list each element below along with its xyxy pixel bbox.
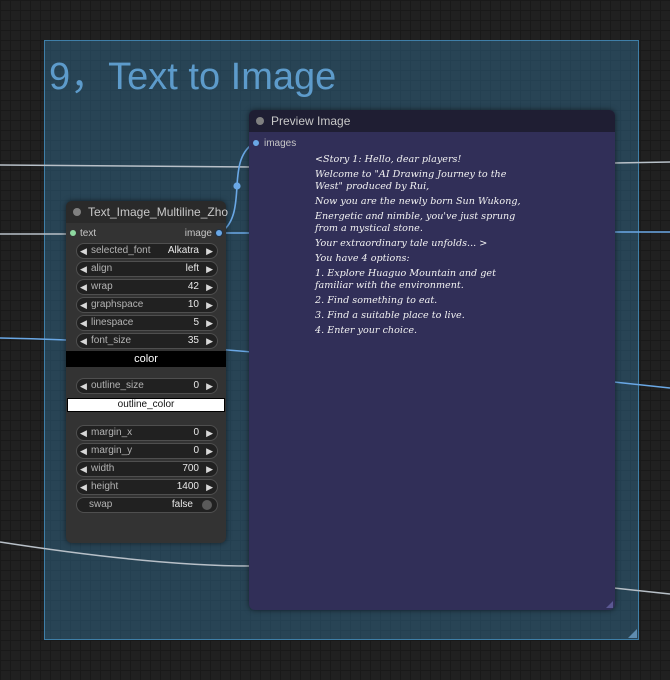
- linespace-number-widget[interactable]: ◀ linespace 5 ▶: [76, 315, 218, 331]
- decrement-arrow-icon[interactable]: ◀: [80, 300, 87, 310]
- widget-label: graphspace: [91, 299, 144, 310]
- widget-value: 35: [187, 335, 199, 346]
- story-line: Now you are the newly born Sun Wukong,: [315, 196, 521, 207]
- story-line: <Story 1: Hello, dear players!: [315, 154, 462, 165]
- increment-arrow-icon[interactable]: ▶: [206, 318, 213, 328]
- decrement-arrow-icon[interactable]: ◀: [80, 246, 87, 256]
- widget-value: left: [185, 263, 199, 274]
- widget-label: height: [91, 481, 119, 492]
- widget-label: align: [91, 263, 113, 274]
- text-node-header[interactable]: Text_Image_Multiline_Zho: [66, 201, 229, 223]
- increment-arrow-icon[interactable]: ▶: [206, 428, 213, 438]
- text-input-label: text: [80, 228, 97, 239]
- widget-value: 42: [187, 281, 199, 292]
- collapse-dot-icon[interactable]: [256, 117, 264, 125]
- font-size-number-widget[interactable]: ◀ font_size 35 ▶: [76, 333, 218, 349]
- preview-image-node[interactable]: Preview Image images <Story 1: Hello, de…: [249, 110, 615, 610]
- increment-arrow-icon[interactable]: ▶: [206, 336, 213, 346]
- decrement-arrow-icon[interactable]: ◀: [80, 446, 87, 456]
- widget-label: margin_y: [91, 445, 133, 456]
- increment-arrow-icon[interactable]: ▶: [206, 246, 213, 256]
- decrement-arrow-icon[interactable]: ◀: [80, 428, 87, 438]
- story-line: Energetic and nimble, you've just sprung: [315, 211, 516, 222]
- increment-arrow-icon[interactable]: ▶: [206, 282, 213, 292]
- widget-label: linespace: [91, 317, 134, 328]
- link-gray-right-top: [613, 161, 670, 164]
- preview-node-header[interactable]: Preview Image: [249, 110, 615, 132]
- increment-arrow-icon[interactable]: ▶: [206, 264, 213, 274]
- decrement-arrow-icon[interactable]: ◀: [80, 336, 87, 346]
- story-line: familiar with the environment.: [315, 280, 464, 291]
- decrement-arrow-icon[interactable]: ◀: [80, 318, 87, 328]
- story-line: 2. Find something to eat.: [315, 295, 438, 306]
- decrement-arrow-icon[interactable]: ◀: [80, 381, 87, 391]
- widget-label: margin_x: [91, 427, 133, 438]
- decrement-arrow-icon[interactable]: ◀: [80, 282, 87, 292]
- group-resize-handle[interactable]: [628, 629, 637, 638]
- height-number-widget[interactable]: ◀ height 1400 ▶: [76, 479, 218, 495]
- increment-arrow-icon[interactable]: ▶: [206, 300, 213, 310]
- text-image-multiline-node[interactable]: Text_Image_Multiline_Zho text image ◀ se…: [66, 201, 229, 543]
- link-gray-top: [0, 164, 253, 168]
- widget-label: outline_size: [91, 380, 144, 391]
- text-input-dot-icon[interactable]: [70, 230, 76, 236]
- story-line: Your extraordinary tale unfolds... >: [315, 238, 488, 249]
- widget-label: wrap: [91, 281, 113, 292]
- widget-value: 0: [193, 380, 199, 391]
- widget-value: 5: [193, 317, 199, 328]
- graphspace-number-widget[interactable]: ◀ graphspace 10 ▶: [76, 297, 218, 313]
- image-output-label: image: [184, 228, 212, 239]
- story-line: 3. Find a suitable place to live.: [315, 310, 465, 321]
- increment-arrow-icon[interactable]: ▶: [206, 446, 213, 456]
- collapse-dot-icon[interactable]: [73, 208, 81, 216]
- widget-label: selected_font: [91, 245, 151, 256]
- link-blue-right-mid: [613, 381, 670, 389]
- preview-node-title: Preview Image: [271, 114, 351, 128]
- story-line: from a mystical stone.: [315, 223, 423, 234]
- decrement-arrow-icon[interactable]: ◀: [80, 264, 87, 274]
- increment-arrow-icon[interactable]: ▶: [206, 482, 213, 492]
- story-line: Welcome to "AI Drawing Journey to the: [315, 169, 507, 180]
- decrement-arrow-icon[interactable]: ◀: [80, 464, 87, 474]
- link-gray-bottom: [0, 541, 253, 567]
- widget-value: 700: [182, 463, 199, 474]
- text-node-title: Text_Image_Multiline_Zho: [88, 205, 229, 219]
- story-line: West" produced by Rui,: [315, 181, 430, 192]
- image-output-dot-icon[interactable]: [216, 230, 222, 236]
- margin-x-number-widget[interactable]: ◀ margin_x 0 ▶: [76, 425, 218, 441]
- decrement-arrow-icon[interactable]: ◀: [80, 482, 87, 492]
- margin-y-number-widget[interactable]: ◀ margin_y 0 ▶: [76, 443, 218, 459]
- outline-color-picker[interactable]: outline_color: [67, 398, 225, 412]
- story-line: 4. Enter your choice.: [315, 325, 418, 336]
- selected-font-combo[interactable]: ◀ selected_font Alkatra ▶: [76, 243, 218, 259]
- link-reroute-dot[interactable]: [233, 182, 241, 190]
- preview-output-image: <Story 1: Hello, dear players! Welcome t…: [315, 154, 555, 340]
- increment-arrow-icon[interactable]: ▶: [206, 381, 213, 391]
- toggle-knob-icon[interactable]: [202, 500, 212, 510]
- images-input-label: images: [264, 138, 297, 149]
- widget-value: 1400: [176, 481, 199, 492]
- widget-value: 0: [193, 445, 199, 456]
- outline-size-number-widget[interactable]: ◀ outline_size 0 ▶: [76, 378, 218, 394]
- widget-label: swap: [89, 499, 113, 510]
- align-combo[interactable]: ◀ align left ▶: [76, 261, 218, 277]
- link-gray-right-bottom: [613, 587, 670, 595]
- wrap-number-widget[interactable]: ◀ wrap 42 ▶: [76, 279, 218, 295]
- widget-value: 10: [187, 299, 199, 310]
- widget-label: width: [91, 463, 115, 474]
- widget-value: Alkatra: [167, 245, 199, 256]
- images-input-dot-icon[interactable]: [253, 140, 259, 146]
- widget-label: font_size: [91, 335, 132, 346]
- story-line: You have 4 options:: [315, 253, 410, 264]
- width-number-widget[interactable]: ◀ width 700 ▶: [76, 461, 218, 477]
- increment-arrow-icon[interactable]: ▶: [206, 464, 213, 474]
- color-picker[interactable]: color: [66, 351, 226, 367]
- group-title: 9，Text to Image: [49, 56, 337, 98]
- story-line: 1. Explore Huaguo Mountain and get: [315, 268, 496, 279]
- widget-value: 0: [193, 427, 199, 438]
- widget-value: false: [171, 499, 193, 510]
- swap-toggle[interactable]: swap false: [76, 497, 218, 513]
- text-node-io-row: text image: [66, 226, 226, 242]
- preview-resize-handle[interactable]: [606, 601, 613, 608]
